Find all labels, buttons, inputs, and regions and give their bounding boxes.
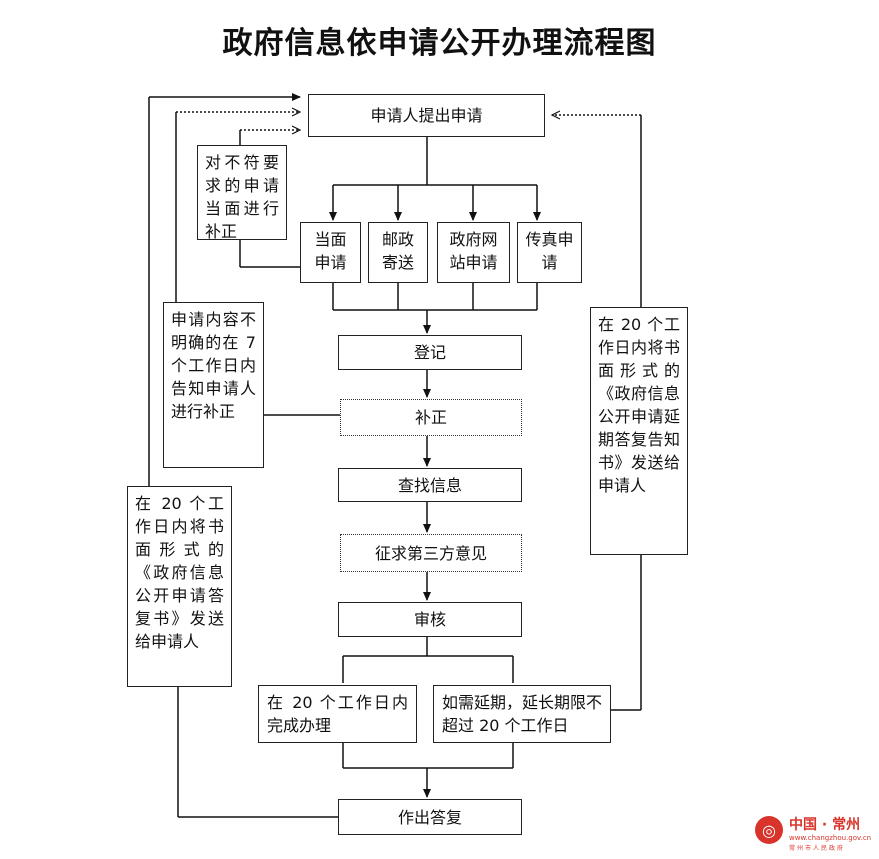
- node-extension-notice: 在 20 个工作日内将书面形式的《政府信息公开申请延期答复告知书》发送给申请人: [590, 307, 688, 555]
- node-extension: 如需延期，延长期限不超过 20 个工作日: [433, 685, 611, 743]
- node-non-compliant: 对不符要求的申请当面进行补正: [197, 145, 287, 241]
- node-reply: 作出答复: [338, 799, 522, 835]
- logo-name: 中国 · 常州: [789, 817, 861, 833]
- node-in-person: 当面申请: [300, 222, 361, 283]
- page-title: 政府信息依申请公开办理流程图: [222, 26, 657, 61]
- logo-url: www.changzhou.gov.cn: [789, 834, 872, 842]
- logo-subtitle: 常州市人民政府: [789, 845, 846, 852]
- node-search: 查找信息: [338, 468, 522, 502]
- node-register: 登记: [338, 335, 522, 370]
- node-supplement: 补正: [340, 399, 522, 436]
- node-written-reply: 在 20 个工作日内将书面形式的《政府信息公开申请答复书》发送给申请人: [127, 486, 232, 687]
- changzhou-logo: ◎ 中国 · 常州 www.changzhou.gov.cn 常州市人民政府: [755, 812, 873, 852]
- node-fax: 传真申请: [517, 222, 582, 283]
- node-apply: 申请人提出申请: [308, 94, 545, 137]
- node-review: 审核: [338, 602, 522, 637]
- node-unclear: 申请内容不明确的在 7 个工作日内告知申请人进行补正: [163, 302, 264, 468]
- changzhou-emblem-icon: ◎: [755, 816, 783, 844]
- node-website: 政府网站申请: [437, 222, 510, 283]
- node-within-20: 在 20 个工作日内完成办理: [258, 685, 417, 743]
- node-third-party: 征求第三方意见: [340, 534, 522, 572]
- node-post: 邮政寄送: [368, 222, 428, 283]
